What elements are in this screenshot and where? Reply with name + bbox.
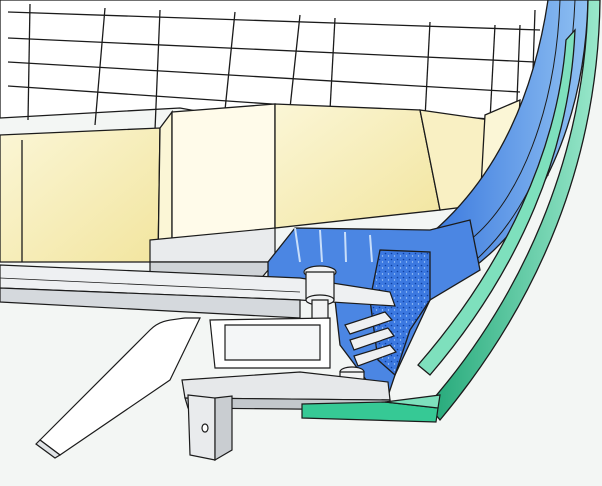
green-base-sill — [301, 394, 441, 423]
outer-hull-band — [417, 0, 601, 422]
bracket-leg — [187, 394, 233, 462]
clip-fingers — [344, 311, 398, 367]
foam-blocks-front — [0, 98, 521, 264]
support-frame — [181, 317, 391, 411]
diagonal-brace — [35, 317, 201, 459]
